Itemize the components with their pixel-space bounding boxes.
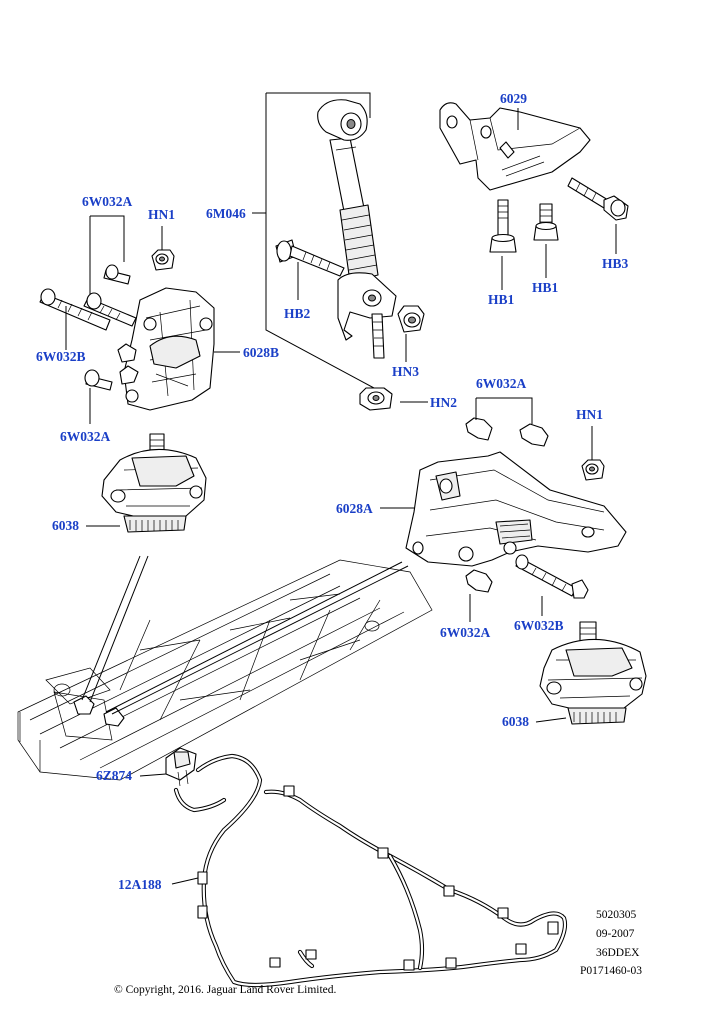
shock-absorber-group <box>252 92 428 411</box>
label-hn3[interactable]: HN3 <box>392 364 419 379</box>
label-6w032a-top-left[interactable]: 6W032A <box>82 194 133 209</box>
label-6M046[interactable]: 6M046 <box>206 206 246 221</box>
harness-group <box>139 747 568 988</box>
label-hb1-a[interactable]: HB1 <box>488 292 515 307</box>
copyright-notice: © Copyright, 2016. Jaguar Land Rover Lim… <box>114 984 337 996</box>
label-hb3[interactable]: HB3 <box>602 256 629 271</box>
bracket-6029-group <box>439 102 629 290</box>
label-6028B[interactable]: 6028B <box>243 345 280 360</box>
label-6029[interactable]: 6029 <box>500 91 527 106</box>
chassis-frame-group <box>17 555 433 781</box>
reference-line-4: P0171460-03 <box>580 965 642 977</box>
label-hn1-right[interactable]: HN1 <box>576 407 603 422</box>
label-6w032a-mid-left[interactable]: 6W032A <box>60 429 111 444</box>
label-hb1-b[interactable]: HB1 <box>532 280 559 295</box>
label-6028A[interactable]: 6028A <box>336 501 373 516</box>
left-mount-group <box>39 215 240 533</box>
reference-line-1: 5020305 <box>596 909 637 921</box>
label-6w032a-bottom-right[interactable]: 6W032A <box>440 625 491 640</box>
label-6w032b-right[interactable]: 6W032B <box>514 618 564 633</box>
label-6w032a-top-right[interactable]: 6W032A <box>476 376 527 391</box>
right-mount-group <box>380 397 647 725</box>
label-hn2[interactable]: HN2 <box>430 395 457 410</box>
label-6w032b-left[interactable]: 6W032B <box>36 349 86 364</box>
label-hn1-left[interactable]: HN1 <box>148 207 175 222</box>
label-6038-left[interactable]: 6038 <box>52 518 79 533</box>
label-6Z874[interactable]: 6Z874 <box>96 768 133 783</box>
label-hb2[interactable]: HB2 <box>284 306 311 321</box>
reference-line-2: 09-2007 <box>596 928 635 940</box>
label-12A188[interactable]: 12A188 <box>118 877 162 892</box>
reference-line-3: 36DDEX <box>596 947 640 959</box>
label-6038-right[interactable]: 6038 <box>502 714 529 729</box>
